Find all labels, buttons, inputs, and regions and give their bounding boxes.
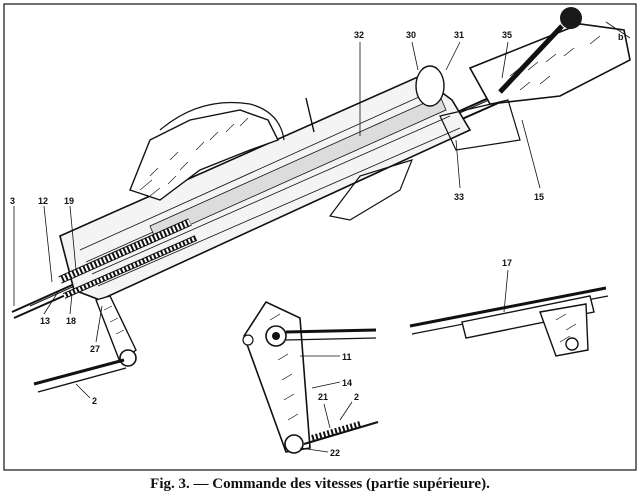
callout-leaders: [13, 21, 631, 453]
callout-label: 32: [354, 30, 364, 40]
callout-label: 31: [454, 30, 464, 40]
figure-border: [3, 3, 637, 471]
right-bracket-detail: [409, 286, 609, 357]
callout-label: 18: [66, 316, 76, 326]
callout-label: 2: [92, 396, 97, 406]
callout-label: 30: [406, 30, 416, 40]
callout-label: 19: [64, 196, 74, 206]
callout-label: 11: [342, 352, 352, 362]
callout-label: 35: [502, 30, 512, 40]
callout-label: b: [618, 32, 624, 42]
callout-label: 14: [342, 378, 352, 388]
figure-caption: Fig. 3. — Commande des vitesses (partie …: [150, 476, 490, 492]
bell-crank-detail: [242, 300, 379, 454]
callout-label: 33: [454, 192, 464, 202]
callout-label: 22: [330, 448, 340, 458]
callout-labels: 3 12 19 13 18 27 2 32 30 31 35 b 33 15 1…: [10, 30, 624, 458]
callout-label: 2: [354, 392, 359, 402]
callout-label: 17: [502, 258, 512, 268]
callout-label: 12: [38, 196, 48, 206]
main-assembly: [11, 7, 631, 393]
callout-label: 3: [10, 196, 15, 206]
callout-label: 13: [40, 316, 50, 326]
callout-label: 21: [318, 392, 328, 402]
callout-label: 15: [534, 192, 544, 202]
callout-label: 27: [90, 344, 100, 354]
